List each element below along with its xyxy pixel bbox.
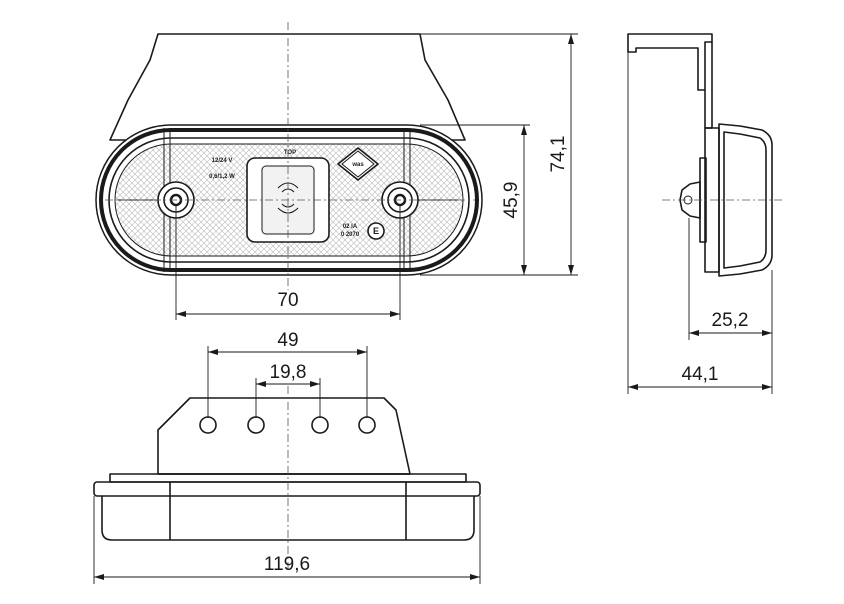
dimension-25-2-label: 25,2 bbox=[712, 310, 749, 331]
side-lens bbox=[723, 131, 767, 269]
dimension-49: 49 bbox=[207, 330, 368, 418]
dimension-44-1: 44,1 bbox=[627, 52, 773, 394]
dimension-70-label: 70 bbox=[277, 290, 298, 311]
brand-diamond-inner bbox=[341, 150, 375, 178]
mount-hole-3 bbox=[311, 416, 329, 434]
side-view bbox=[627, 33, 784, 277]
code-marking-1: 02 IA bbox=[343, 224, 358, 230]
wave-symbol-bottom-inner bbox=[281, 203, 295, 208]
dimension-49-label: 49 bbox=[277, 330, 298, 351]
dimension-119-6-label: 119,6 bbox=[264, 554, 310, 575]
power-marking: 0,6/1,2 W bbox=[209, 174, 235, 180]
side-bracket bbox=[627, 33, 713, 91]
mount-hole-1 bbox=[199, 416, 217, 434]
lamp-gasket bbox=[99, 128, 479, 272]
voltage-marking: 12/24 V bbox=[212, 158, 233, 164]
side-housing bbox=[718, 123, 773, 277]
e-mark-circle bbox=[367, 222, 385, 240]
brand-diamond-logo bbox=[337, 147, 379, 181]
code-marking-2: 0 2070 bbox=[341, 232, 360, 238]
dimension-25-2: 25,2 bbox=[688, 218, 773, 340]
dimension-74-1-label: 74,1 bbox=[548, 136, 569, 173]
dimension-19-8-label: 19,8 bbox=[270, 362, 307, 383]
top-bracket bbox=[157, 397, 411, 475]
dimension-45-9-label: 45,9 bbox=[501, 182, 522, 219]
mount-hole-2 bbox=[247, 416, 265, 434]
top-view bbox=[93, 386, 481, 572]
side-connector bbox=[679, 181, 701, 219]
dimension-19-8: 19,8 bbox=[255, 362, 321, 418]
brand-text: was bbox=[351, 162, 364, 168]
front-bracket bbox=[109, 33, 466, 141]
e-mark-text: E bbox=[373, 226, 379, 236]
top-marking: TOP bbox=[284, 150, 296, 156]
wave-symbol-bottom bbox=[277, 207, 299, 214]
dimension-119-6: 119,6 bbox=[93, 496, 481, 584]
dimension-45-9: 45,9 bbox=[420, 124, 530, 276]
dimension-44-1-label: 44,1 bbox=[682, 364, 719, 385]
top-lamp-base bbox=[93, 481, 481, 497]
top-lamp-lens bbox=[101, 496, 475, 541]
dimension-70: 70 bbox=[175, 205, 401, 320]
mount-hole-4 bbox=[358, 416, 376, 434]
dimension-74-1: 74,1 bbox=[420, 33, 578, 276]
front-view: was E TOP 12/24 V 0,6/1,2 W 02 IA 0 2070 bbox=[95, 22, 483, 290]
